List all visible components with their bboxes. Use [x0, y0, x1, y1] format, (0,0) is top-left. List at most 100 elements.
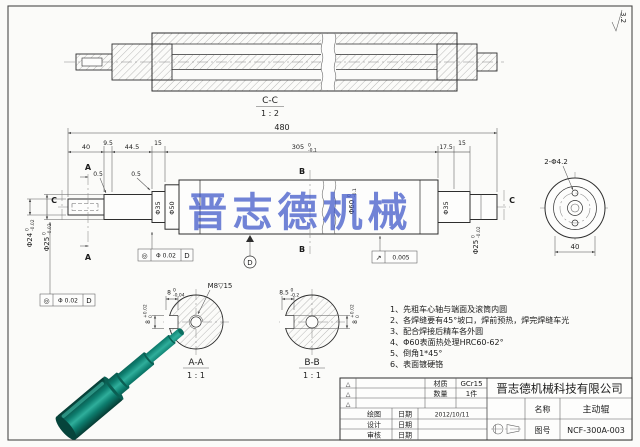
svg-text:Φ25: Φ25	[43, 237, 51, 251]
technical-notes: 1、先粗车心轴与端面及滚筒内圆 2、各焊缝要有45°坡口，焊前预热，焊完焊缝车光…	[390, 304, 569, 369]
dim-dia25-right: Φ25 0 -0.02	[471, 226, 483, 254]
datum-triangle	[246, 235, 254, 242]
note-line: 1、先粗车心轴与端面及滚筒内圆	[390, 304, 507, 314]
svg-text:0: 0	[471, 235, 477, 238]
svg-text:-0.02: -0.02	[476, 226, 482, 238]
datum-d-label: D	[247, 259, 252, 267]
cut-label-b-bottom: B	[299, 245, 305, 254]
part-name-label: 名称	[535, 404, 551, 414]
svg-text:-0.02: -0.02	[30, 219, 36, 231]
projection-symbol-icon	[491, 423, 523, 435]
revision-mark-icon: △	[346, 401, 351, 408]
dim-label: 9.5	[103, 140, 113, 147]
note-line: 3、配合焊接后精车各外圆	[390, 326, 483, 336]
svg-text:0: 0	[42, 232, 48, 235]
dim-bolt-holes: 2-Φ4.2	[544, 158, 568, 166]
gdt-value: Φ 0.02	[156, 253, 176, 260]
svg-text:-0.1: -0.1	[352, 188, 358, 197]
svg-text:0: 0	[355, 315, 361, 318]
svg-text:Φ35: Φ35	[442, 201, 450, 214]
draw-label: 绘图	[367, 410, 381, 419]
section-view-cc: C-C 1 : 2	[64, 32, 504, 118]
main-view: 480 40 9.5 44.5 15 305 0 -0.1 17.5 15 0.…	[25, 123, 515, 269]
dim-keyway-depth-bb: 8.5	[279, 290, 289, 297]
gdt-runout-symbol: ↗	[376, 254, 382, 262]
date-label: 日期	[398, 411, 412, 419]
part-3d-render	[55, 328, 184, 440]
dim-dia24: Φ24 0 -0.02	[25, 219, 37, 247]
material-value: GCr15	[460, 380, 482, 388]
dim-dia35-right: Φ35	[442, 201, 450, 214]
dim-label: 44.5	[125, 143, 139, 151]
gdt-datum: D	[86, 297, 91, 305]
cut-label-c-left: C	[51, 196, 57, 205]
cut-label-a-bottom: A	[85, 253, 92, 262]
drawing-no-value: NCF-300A-003	[567, 426, 625, 435]
chamfer-dim: 0.5	[93, 171, 103, 178]
end-view: 2-Φ4.2 40	[540, 158, 610, 256]
svg-text:0: 0	[25, 228, 31, 231]
svg-text:Φ60: Φ60	[348, 200, 356, 214]
section-view-bb: 8.5 0 -0.2 8 +0.02 0 B-B 1 : 1	[279, 288, 362, 380]
view-scale-bb: 1 : 1	[303, 371, 321, 380]
dim-dia35-left: Φ35	[154, 201, 162, 214]
view-label-bb: B-B	[304, 358, 319, 368]
note-line: 6、表面镀硬铬	[390, 359, 443, 369]
dim-end-40: 40	[571, 243, 580, 251]
dim-keyway-width-bb: 8 +0.02 0	[350, 304, 362, 324]
gdt-datum: D	[184, 252, 189, 260]
svg-text:Φ24: Φ24	[26, 232, 34, 247]
dim-label: 17.5	[439, 144, 453, 151]
svg-text:8: 8	[352, 320, 359, 324]
gdt-symbol: ◎	[141, 252, 147, 260]
company-name: 晋志德机械科技有限公司	[496, 382, 623, 396]
gdt-frames: ◎ Φ 0.02 D ◎ Φ 0.02 D ↗ 0.005	[39, 222, 418, 307]
dim-label: 305	[292, 143, 304, 151]
dim-label: 40	[82, 143, 90, 151]
check-label: 审核	[367, 431, 381, 440]
gdt-runout-value: 0.005	[392, 255, 409, 262]
surface-roughness-mark: 3.2	[611, 9, 627, 32]
dim-keyway-depth: 8	[167, 290, 171, 297]
svg-text:8: 8	[145, 320, 152, 324]
cut-label-b-top: B	[299, 167, 305, 176]
view-scale-cc: 1 : 2	[261, 109, 279, 118]
gdt-value: Φ 0.02	[58, 298, 78, 305]
svg-text:Φ50: Φ50	[168, 201, 176, 214]
cut-label-a-top: A	[85, 163, 92, 172]
dim-label: 15	[154, 140, 162, 147]
drawing-frame	[7, 5, 633, 441]
svg-text:0: 0	[347, 194, 353, 197]
chamfer-dim: 0.5	[131, 171, 141, 178]
dim-tol-upper: 0	[308, 143, 311, 149]
view-scale-aa: 1 : 1	[187, 371, 205, 380]
cut-label-c-right: C	[509, 196, 515, 205]
dim-dia25-left: Φ25 0 -0.02	[42, 223, 54, 251]
note-line: 2、各焊缝要有45°坡口，焊前预热，焊完焊缝车光	[390, 315, 569, 325]
svg-text:+0.02: +0.02	[143, 304, 149, 318]
svg-text:+0.02: +0.02	[350, 304, 356, 318]
design-label: 设计	[367, 420, 381, 429]
date-label: 日期	[398, 432, 412, 440]
svg-text:Φ25: Φ25	[472, 240, 480, 254]
dim-dia60: Φ60 0 -0.1	[347, 188, 359, 214]
revision-mark-icon: △	[346, 381, 351, 388]
part-name-value: 主动辊	[582, 404, 609, 416]
dim-total-length: 480	[274, 123, 289, 132]
svg-text:0: 0	[148, 315, 154, 318]
quantity-label: 数量	[434, 389, 448, 398]
view-label-aa: A-A	[188, 358, 204, 368]
revision-mark-icon: △	[346, 391, 351, 398]
date-label: 日期	[398, 421, 412, 429]
dim-tol-lower: -0.1	[308, 148, 317, 154]
drawing-no-label: 图号	[535, 426, 551, 435]
draw-date: 2012/10/11	[435, 412, 470, 419]
dim-tol-lower: -0.04	[173, 293, 185, 299]
dim-tol-upper: 0	[173, 288, 176, 294]
dim-tol-upper: 0	[291, 288, 294, 294]
gdt-symbol: ◎	[43, 297, 49, 305]
svg-text:Φ35: Φ35	[154, 201, 162, 214]
title-block: △ △ △ 材质 GCr15 数量 1件 绘图 日期 2012/10/11 设计…	[339, 377, 633, 441]
